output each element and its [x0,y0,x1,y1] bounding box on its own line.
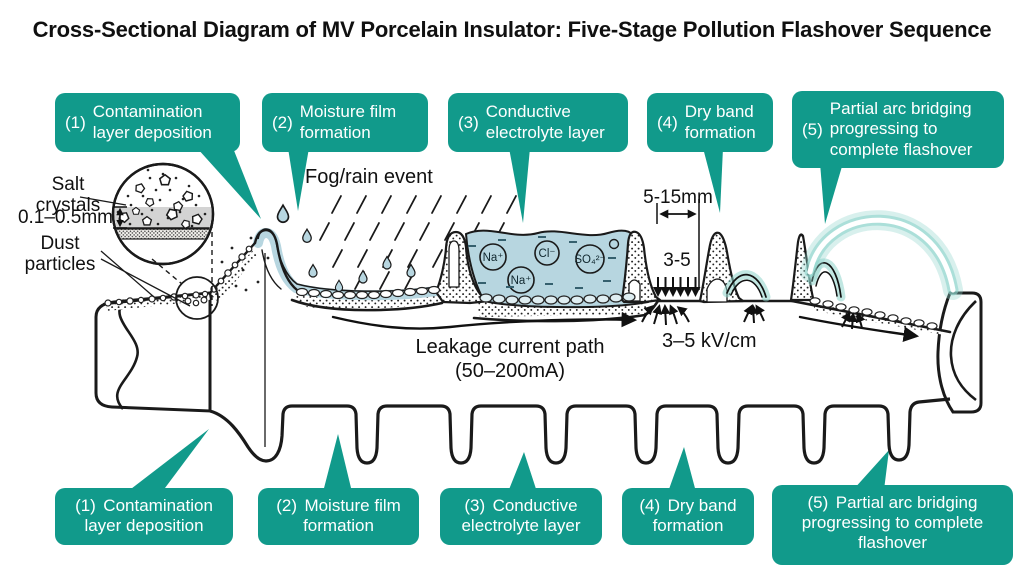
stage3-number: (3) [458,112,479,132]
stage1-label: Contamination layer deposition [92,102,212,142]
airborne-dust-dots [220,236,270,292]
stage1-number: (1) [65,112,86,132]
leakage-path-label: Leakage current path [415,336,605,358]
stage2-label-bottom: Moisture film formation [303,496,401,536]
size-range-label: 0.1–0.5mm [17,207,113,228]
right-end-fitting [936,291,983,414]
leakage-current-arrows [331,311,920,343]
callout-top-stage5: (5) Partial arc bridging progressing to … [792,91,1004,168]
dry-band-annotations [641,199,866,330]
negative-charge-marks [468,236,616,289]
stage5-label: Partial arc bridging progressing to comp… [829,99,973,159]
voltage-gradient-arrows [653,277,701,297]
magnifier-leader-dashes [151,223,213,306]
rain-streaks [319,195,517,290]
magnifier-inset [79,162,219,320]
dry-band-width-label: 5-15mm [643,187,713,208]
stage3-label-bottom: Conductive electrolyte layer [461,496,581,536]
stage2-label: Moisture film formation [299,102,397,142]
contamination-bumps [104,245,938,330]
moisture-film [253,227,441,301]
stage5-number: (5) [802,119,823,139]
size-bracket [113,206,127,229]
stage2-number-bottom: (2) [276,496,297,515]
callout-top-stage1: (1) Contamination layer deposition [55,93,240,152]
stage3-label: Conductive electrolyte layer [485,102,605,142]
callout-bottom-stage5: (5) Partial arc bridging progressing to … [772,485,1013,565]
ion-na1-label: Na⁺ [483,252,504,264]
sheds [434,230,817,305]
ion-symbols: Na⁺ Cl⁻ SO₄²⁻ Na⁺ [468,236,620,294]
ion-cl-label: Cl⁻ [539,248,556,260]
field-concentration-arrows [641,304,866,330]
callout-top-stage4: (4) Dry band formation [647,93,773,152]
left-end-fitting [94,291,212,413]
bottom-shed-profile [209,253,951,465]
leakage-current-value-label: (50–200mA) [454,360,566,382]
stage1-number-bottom: (1) [75,496,96,515]
callout-tails [127,148,889,492]
rain-droplets [276,203,416,292]
stage4-label: Dry band formation [684,102,756,142]
stage5-number-bottom: (5) [807,493,829,512]
ion-so4-label: SO₄²⁻ [574,254,605,266]
label-leader-lines [79,196,191,307]
callout-bottom-stage2: (2) Moisture film formation [258,488,419,545]
partial-arcs [722,210,963,302]
stage4-number: (4) [657,112,678,132]
callout-bottom-stage4: (4) Dry band formation [622,488,754,545]
stage3-number-bottom: (3) [464,496,486,515]
callout-top-stage3: (3) Conductive electrolyte layer [448,93,628,152]
stage4-number-bottom: (4) [639,496,661,515]
voltage-gradient-label: 3-5 [663,250,691,271]
callout-bottom-stage3: (3) Conductive electrolyte layer [440,488,602,545]
salt-crystals-label: Salt crystals [35,174,101,217]
flashover-arc [800,210,963,300]
stage4-label-bottom: Dry band formation [652,496,737,536]
fog-rain-label: Fog/rain event [305,166,433,188]
stage1-label-bottom: Contamination layer deposition [84,496,213,536]
dust-particles-label: Dust particles [24,233,96,276]
stage2-number: (2) [272,112,293,132]
page-title: Cross-Sectional Diagram of MV Porcelain … [32,17,992,42]
field-strength-label: 3–5 kV/cm [662,330,757,352]
callout-bottom-stage1: (1) Contamination layer deposition [55,488,233,545]
callout-top-stage2: (2) Moisture film formation [262,93,428,152]
ion-na2-label: Na⁺ [511,275,532,287]
stage5-label-bottom: Partial arc bridging progressing to comp… [801,493,984,553]
